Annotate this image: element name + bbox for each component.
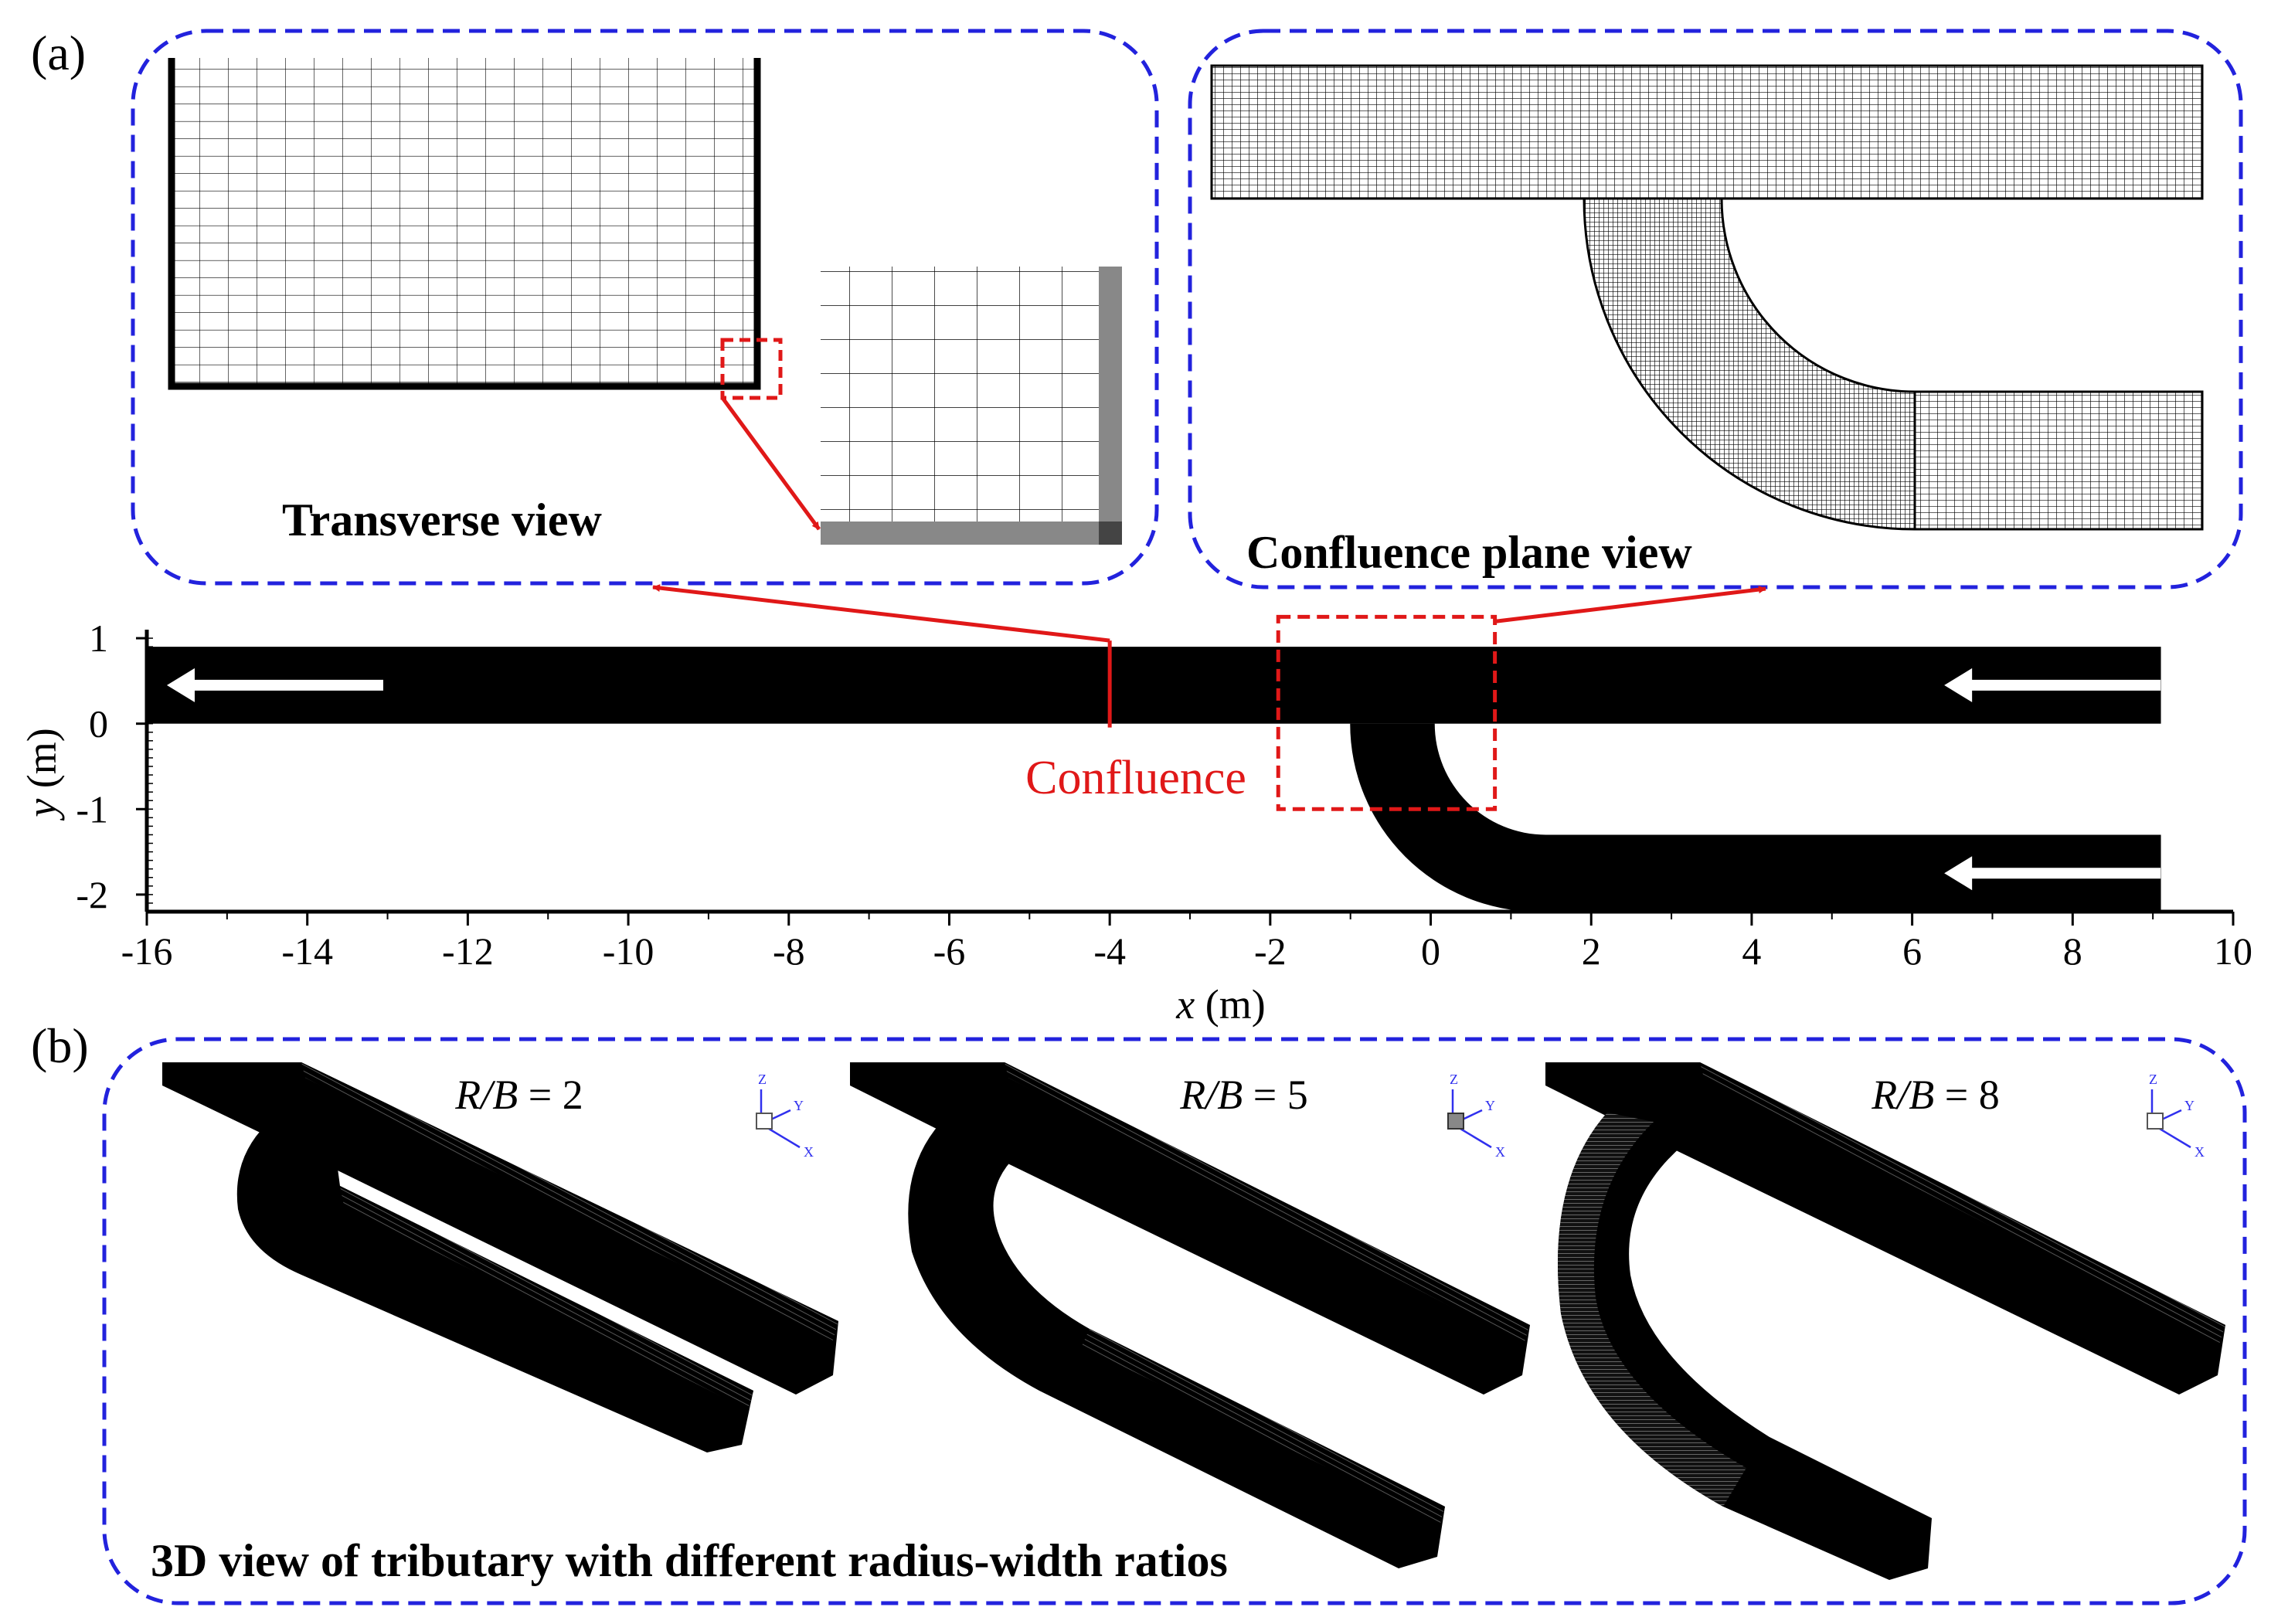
plan-geometry (144, 584, 2233, 914)
x-tick-label: -14 (281, 929, 333, 973)
x-tick-label: 4 (1742, 929, 1761, 973)
confluence-plane-view-inset: Confluence plane view (1188, 29, 2243, 589)
transverse-cross-section-mesh (172, 58, 757, 386)
corner-zoom-mesh (821, 267, 1122, 545)
view-rb-8: R/B = 8 Z Y X (1545, 1062, 2225, 1580)
y-axis-title: y (m) (19, 728, 65, 820)
view-rb-2-axis-triad: Z Y X (756, 1072, 814, 1160)
svg-text:X: X (804, 1144, 814, 1160)
svg-text:X: X (2195, 1144, 2205, 1160)
corner-zoom-wall-layer (1099, 267, 1122, 545)
plan-zoom-box (1276, 614, 1498, 811)
main-channel (147, 647, 2161, 724)
confluence-plane-view-title: Confluence plane view (1246, 527, 1692, 578)
transverse-zoom-arrow (720, 396, 821, 531)
x-tick-label: -16 (121, 929, 173, 973)
corner-zoom-bed-layer (821, 522, 1122, 545)
view-rb-5: R/B = 5 Z Y X (850, 1062, 1530, 1568)
confluence-label: Confluence (1025, 752, 1246, 804)
confluence-to-transverse-arrow (652, 584, 1110, 643)
x-tick-label: -10 (603, 929, 654, 973)
x-axis-title: x (m) (1175, 981, 1265, 1028)
transverse-view-frame (131, 29, 1159, 586)
x-tick-label: -4 (1093, 929, 1126, 973)
x-tick-label: -12 (442, 929, 494, 973)
x-tick-label: 6 (1902, 929, 1922, 973)
plane-bend-mesh (1583, 197, 1916, 531)
x-tick-label: -2 (1254, 929, 1287, 973)
x-tick-label: -8 (773, 929, 805, 973)
transverse-zoom-marker (720, 338, 783, 400)
view-rb-5-axis-triad: Z Y X (1447, 1072, 1505, 1160)
view-rb-5-main-surface-mesh (1005, 1062, 1530, 1344)
x-tick-label: 8 (2063, 929, 2082, 973)
transverse-channel-walls (168, 58, 761, 390)
confluence-plane-view-frame (1188, 29, 2243, 589)
view-rb-5-tributary-surface-mesh (1082, 1329, 1445, 1524)
svg-text:Y: Y (794, 1098, 804, 1113)
x-tick-label: 2 (1582, 929, 1601, 973)
x-tick-label: 0 (1421, 929, 1440, 973)
view-rb-8-ratio-label: R/B = 8 (1871, 1072, 1999, 1118)
svg-text:Y: Y (2184, 1098, 2195, 1113)
view-rb-2-ratio-label: R/B = 2 (454, 1072, 583, 1118)
svg-text:Z: Z (758, 1072, 767, 1087)
y-tick-label: -1 (76, 787, 108, 831)
panel-b-frame (102, 1037, 2247, 1605)
x-axis-ticks: -16 -14 -12 -10 -8 -6 -4 -2 0 2 4 6 8 10 (121, 912, 2252, 973)
panel-b: (b) R/B = 2 Z Y X R/B = 5 (31, 1018, 2247, 1605)
x-tick-label: -6 (933, 929, 966, 973)
transverse-view-inset: Transverse view (131, 29, 1159, 586)
y-axis-ticks: 1 0 -1 -2 (76, 617, 153, 916)
plane-tributary-mesh (1913, 390, 2204, 531)
view-rb-5-ratio-label: R/B = 5 (1179, 1072, 1307, 1118)
x-tick-label: 10 (2214, 929, 2252, 973)
view-rb-2-main-surface-mesh (301, 1062, 838, 1340)
y-tick-label: 0 (89, 702, 108, 746)
svg-text:Y: Y (1485, 1098, 1495, 1113)
view-rb-2-tributary-surface-mesh (340, 1186, 753, 1410)
svg-text:Z: Z (2149, 1072, 2157, 1087)
y-tick-label: 1 (89, 617, 108, 660)
flow-arrow-tributary-inlet (1944, 856, 2161, 891)
view-rb-8-bend-wall-mesh (1558, 1113, 1746, 1507)
view-rb-2: R/B = 2 Z Y X (162, 1062, 838, 1452)
transverse-view-title: Transverse view (282, 494, 602, 545)
panel-a-label: (a) (31, 25, 86, 80)
view-rb-8-main-channel (1545, 1062, 2225, 1395)
flow-arrow-main-outlet (166, 668, 383, 702)
zoom-to-plane-view-arrow (1494, 586, 1766, 623)
panel-b-title: 3D view of tributary with different radi… (151, 1535, 1228, 1586)
panel-b-label: (b) (31, 1018, 89, 1073)
svg-text:X: X (1495, 1144, 1505, 1160)
corner-zoom-corner-cell (1099, 522, 1122, 545)
svg-text:Z: Z (1450, 1072, 1458, 1087)
plane-main-channel-mesh (1210, 64, 2204, 200)
view-rb-8-axis-triad: Z Y X (2147, 1072, 2205, 1160)
tributary-channel (1246, 723, 2161, 912)
view-rb-8-main-surface-mesh (1700, 1062, 2225, 1344)
flow-arrow-main-inlet (1944, 668, 2161, 702)
y-tick-label: -2 (76, 873, 108, 916)
panel-a: (a) Transverse view Confluence plane vie… (19, 25, 2252, 1028)
